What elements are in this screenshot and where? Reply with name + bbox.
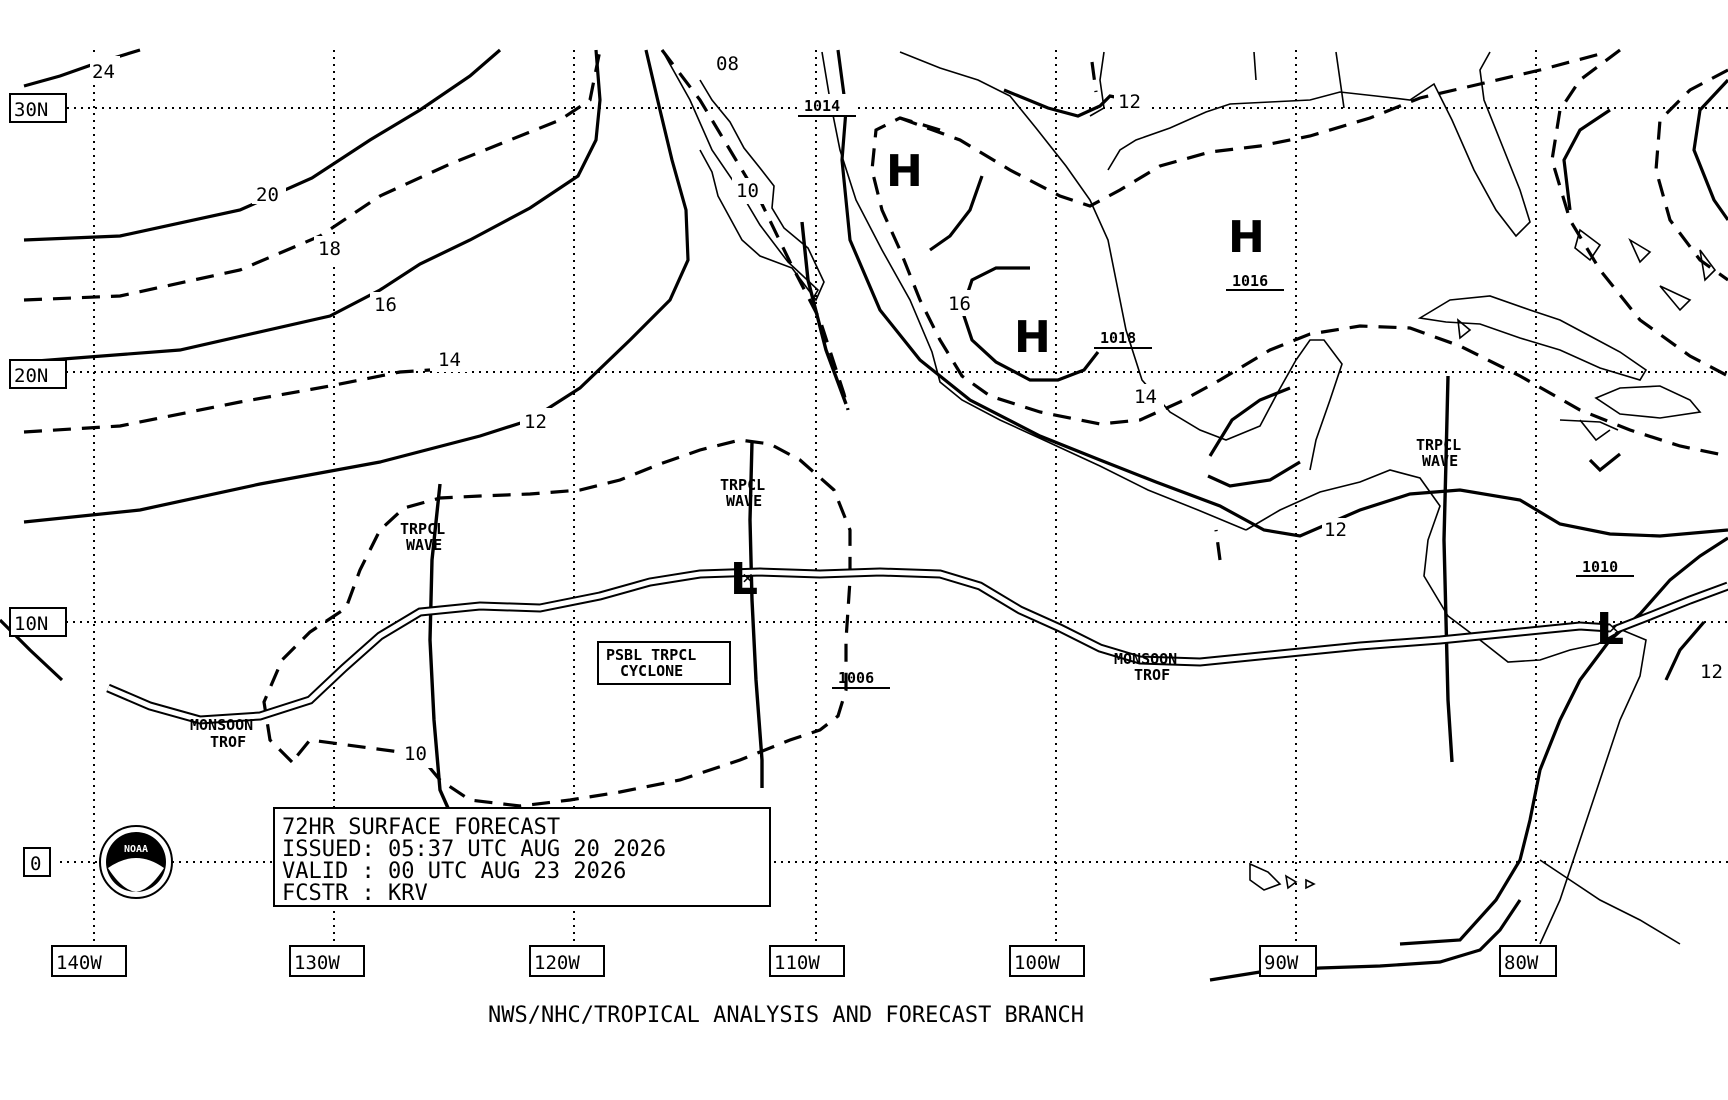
isobar-label: 12 bbox=[1324, 519, 1347, 541]
isobar-label: 12 bbox=[1700, 661, 1723, 683]
cyclone-box: PSBL TRPCL CYCLONE bbox=[597, 641, 731, 685]
pressure-value: 1018 bbox=[1100, 329, 1136, 347]
pressure-value: 1006 bbox=[838, 669, 874, 687]
footer-credit: NWS/NHC/TROPICAL ANALYSIS AND FORECAST B… bbox=[488, 1003, 1084, 1028]
lat-lon-grid bbox=[60, 50, 1728, 944]
isobar-label: 14 bbox=[1134, 386, 1157, 408]
monsoon-label: MONSOON bbox=[1114, 650, 1177, 668]
isobar-label: 10 bbox=[736, 180, 759, 202]
low-center-x-mark: × bbox=[742, 567, 753, 589]
isobar-label: 10 bbox=[404, 743, 427, 765]
high-pressure-center: H bbox=[886, 146, 923, 197]
wave-labels: TRPCL WAVE TRPCL WAVE TRPCL WAVE bbox=[400, 436, 1461, 554]
lon-label-110w: 110W bbox=[774, 952, 820, 974]
pressure-values: 1014 1016 1018 1006 1010 bbox=[798, 94, 1634, 689]
monsoon-labels: MONSOON TROF MONSOON TROF bbox=[190, 650, 1177, 751]
wave-label: TRPCL bbox=[720, 476, 765, 494]
info-title: 72HR SURFACE FORECAST bbox=[282, 815, 560, 840]
high-pressure-center: H bbox=[1014, 312, 1051, 363]
tropical-waves bbox=[428, 221, 1454, 809]
isobar-labels: 24 20 18 16 14 12 08 10 12 16 14 12 12 1… bbox=[90, 50, 1728, 768]
monsoon-label: TROF bbox=[1134, 666, 1170, 684]
low-center-x-mark: × bbox=[1608, 617, 1619, 639]
isobar-label: 24 bbox=[92, 61, 115, 83]
cyclone-box-line1: PSBL TRPCL bbox=[606, 646, 696, 664]
wave-label: TRPCL bbox=[400, 520, 445, 538]
lon-label-140w: 140W bbox=[56, 952, 102, 974]
info-forecaster: FCSTR : KRV bbox=[282, 881, 428, 906]
info-valid: VALID : 00 UTC AUG 23 2026 bbox=[282, 859, 626, 884]
pressure-value: 1016 bbox=[1232, 272, 1268, 290]
lon-label-80w: 80W bbox=[1504, 952, 1539, 974]
info-issued: ISSUED: 05:37 UTC AUG 20 2026 bbox=[282, 837, 666, 862]
wave-label: WAVE bbox=[406, 536, 442, 554]
lat-label-20n: 20N bbox=[14, 365, 48, 387]
monsoon-trough bbox=[106, 567, 1728, 725]
latitude-labels: 30N 20N 10N 0 bbox=[9, 93, 67, 877]
wave-label: WAVE bbox=[726, 492, 762, 510]
isobar-label: 16 bbox=[374, 294, 397, 316]
noaa-logo-text: NOAA bbox=[124, 844, 148, 855]
pressure-value: 1014 bbox=[804, 97, 840, 115]
isobar-label: 18 bbox=[318, 238, 341, 260]
coastlines bbox=[661, 49, 1717, 945]
isobar-label: 14 bbox=[438, 349, 461, 371]
isobar-label: 20 bbox=[256, 184, 279, 206]
forecast-info-box: 72HR SURFACE FORECAST ISSUED: 05:37 UTC … bbox=[273, 807, 771, 907]
low-pressure-center: L bbox=[1596, 604, 1624, 655]
cyclone-box-line2: CYCLONE bbox=[620, 662, 683, 680]
lon-label-120w: 120W bbox=[534, 952, 580, 974]
noaa-logo: NOAA bbox=[99, 825, 173, 899]
pressure-centers: H H H L × L × bbox=[730, 146, 1624, 655]
lat-label-10n: 10N bbox=[14, 613, 48, 635]
lat-label-0: 0 bbox=[30, 853, 41, 875]
isobars bbox=[0, 48, 1728, 982]
isobar-label: 12 bbox=[1118, 91, 1141, 113]
isobar-label: 12 bbox=[524, 411, 547, 433]
pressure-value: 1010 bbox=[1582, 558, 1618, 576]
monsoon-label: MONSOON bbox=[190, 716, 253, 734]
wave-label: TRPCL bbox=[1416, 436, 1461, 454]
wave-label: WAVE bbox=[1422, 452, 1458, 470]
monsoon-label: TROF bbox=[210, 733, 246, 751]
lon-label-90w: 90W bbox=[1264, 952, 1299, 974]
lon-label-130w: 130W bbox=[294, 952, 340, 974]
lon-label-100w: 100W bbox=[1014, 952, 1060, 974]
lat-label-30n: 30N bbox=[14, 99, 48, 121]
high-pressure-center: H bbox=[1228, 212, 1265, 263]
low-pressure-center: L bbox=[730, 554, 758, 605]
isobar-label: 08 bbox=[716, 53, 739, 75]
isobar-label: 16 bbox=[948, 293, 971, 315]
longitude-labels: 140W 130W 120W 110W 100W 90W 80W bbox=[51, 945, 1557, 977]
